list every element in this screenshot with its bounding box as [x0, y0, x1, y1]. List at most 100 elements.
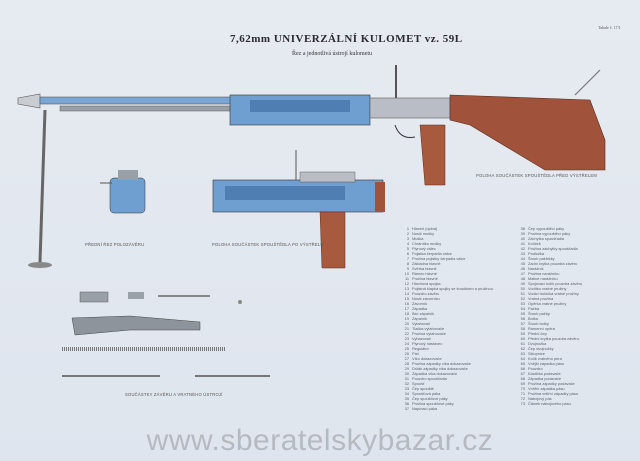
- legend-number: 15: [404, 296, 409, 301]
- legend-text: Vratná pružina: [528, 296, 554, 301]
- legend-number: 3: [406, 236, 409, 241]
- legend-text: Čep spoušťové páky: [412, 396, 448, 401]
- legend-number: 16: [404, 301, 409, 306]
- legend-text: Pouzdro závěru: [412, 291, 440, 296]
- legend-text: Čep spouště: [412, 386, 434, 391]
- legend-number: 60: [520, 336, 525, 341]
- legend-number: 40: [520, 236, 525, 241]
- legend-number: 72: [520, 396, 525, 401]
- legend-text: Záchytka spoušťadla: [528, 236, 565, 241]
- legend-text: Šroub pažby: [528, 311, 550, 316]
- legend-text: Chránítko mušky: [412, 241, 442, 246]
- receiver-rear: [369, 97, 451, 119]
- main-gun-section: [17, 65, 606, 268]
- legend-number: 27: [404, 356, 409, 361]
- legend-text: Spoušť: [412, 381, 425, 386]
- legend-number: 11: [404, 276, 409, 281]
- legend-number: 62: [520, 346, 525, 351]
- legend-text: Pružina vnitřní západky pásu: [528, 391, 578, 396]
- legend-number: 73: [520, 401, 525, 406]
- legend-number: 57: [520, 321, 525, 326]
- legend-number: 38: [520, 226, 525, 231]
- legend-text: Tlačka vytahovače: [412, 326, 445, 331]
- legend-text: Držák západky víka dokazovače: [412, 366, 468, 371]
- bolt-parts: [62, 291, 270, 377]
- watermark: www.sberatelskybazar.cz: [146, 424, 494, 457]
- legend-number: 2: [406, 231, 409, 236]
- legend-number: 45: [520, 261, 525, 266]
- legend-number: 21: [404, 326, 409, 331]
- front-bolt-section: [100, 170, 146, 214]
- legend-number: 25: [404, 346, 409, 351]
- legend-text: Narážník: [528, 266, 544, 271]
- legend-number: 71: [520, 391, 525, 396]
- legend-text: Podložka: [528, 251, 545, 256]
- legend-text: Hlaveň (úplná): [412, 226, 438, 231]
- legend-number: 39: [520, 231, 525, 236]
- legend-text: Pojistka čerpadla válce: [412, 251, 452, 256]
- legend-text: Plynový nástavec: [412, 341, 443, 346]
- barrel: [39, 96, 261, 105]
- stock: [449, 94, 606, 171]
- butt-plate-rest: [574, 69, 601, 96]
- legend-text: Regulátor: [412, 346, 429, 351]
- legend-text: Ramenní opěra: [528, 326, 555, 331]
- legend-number: 30: [404, 371, 409, 376]
- legend-text: Západka podavače: [528, 376, 562, 381]
- legend-text: Dvojnožka: [528, 341, 547, 346]
- legend-text: Vytahovač: [412, 321, 431, 326]
- caption-after-shot: POLOHA SOUČÁSTEK SPOUŠTĚDLA PO VÝSTŘELU: [212, 242, 324, 247]
- legend-text: Západka: [412, 306, 428, 311]
- legend-text: Napínací páka: [412, 406, 438, 411]
- legend-number: 49: [520, 281, 525, 286]
- legend-text: Vodicí trubička vratné pružiny: [528, 291, 579, 296]
- legend-number: 13: [404, 286, 409, 291]
- bipod-leg: [38, 109, 47, 263]
- legend-number: 68: [520, 376, 525, 381]
- legend-number: 9: [406, 266, 409, 271]
- legend-number: 33: [404, 386, 409, 391]
- legend-number: 7: [406, 256, 409, 261]
- legend-number: 24: [404, 341, 409, 346]
- bolt-carrier: [250, 100, 350, 112]
- legend-number: 65: [520, 361, 525, 366]
- legend-number: 61: [520, 341, 525, 346]
- flash-hider: [17, 93, 41, 109]
- legend-text: Matice narážníku: [528, 276, 558, 281]
- legend-text: Sklopnice: [528, 351, 545, 356]
- legend-number: 31: [404, 376, 409, 381]
- legend-text: Základna hlavně: [412, 261, 441, 266]
- legend-number: 29: [404, 366, 409, 371]
